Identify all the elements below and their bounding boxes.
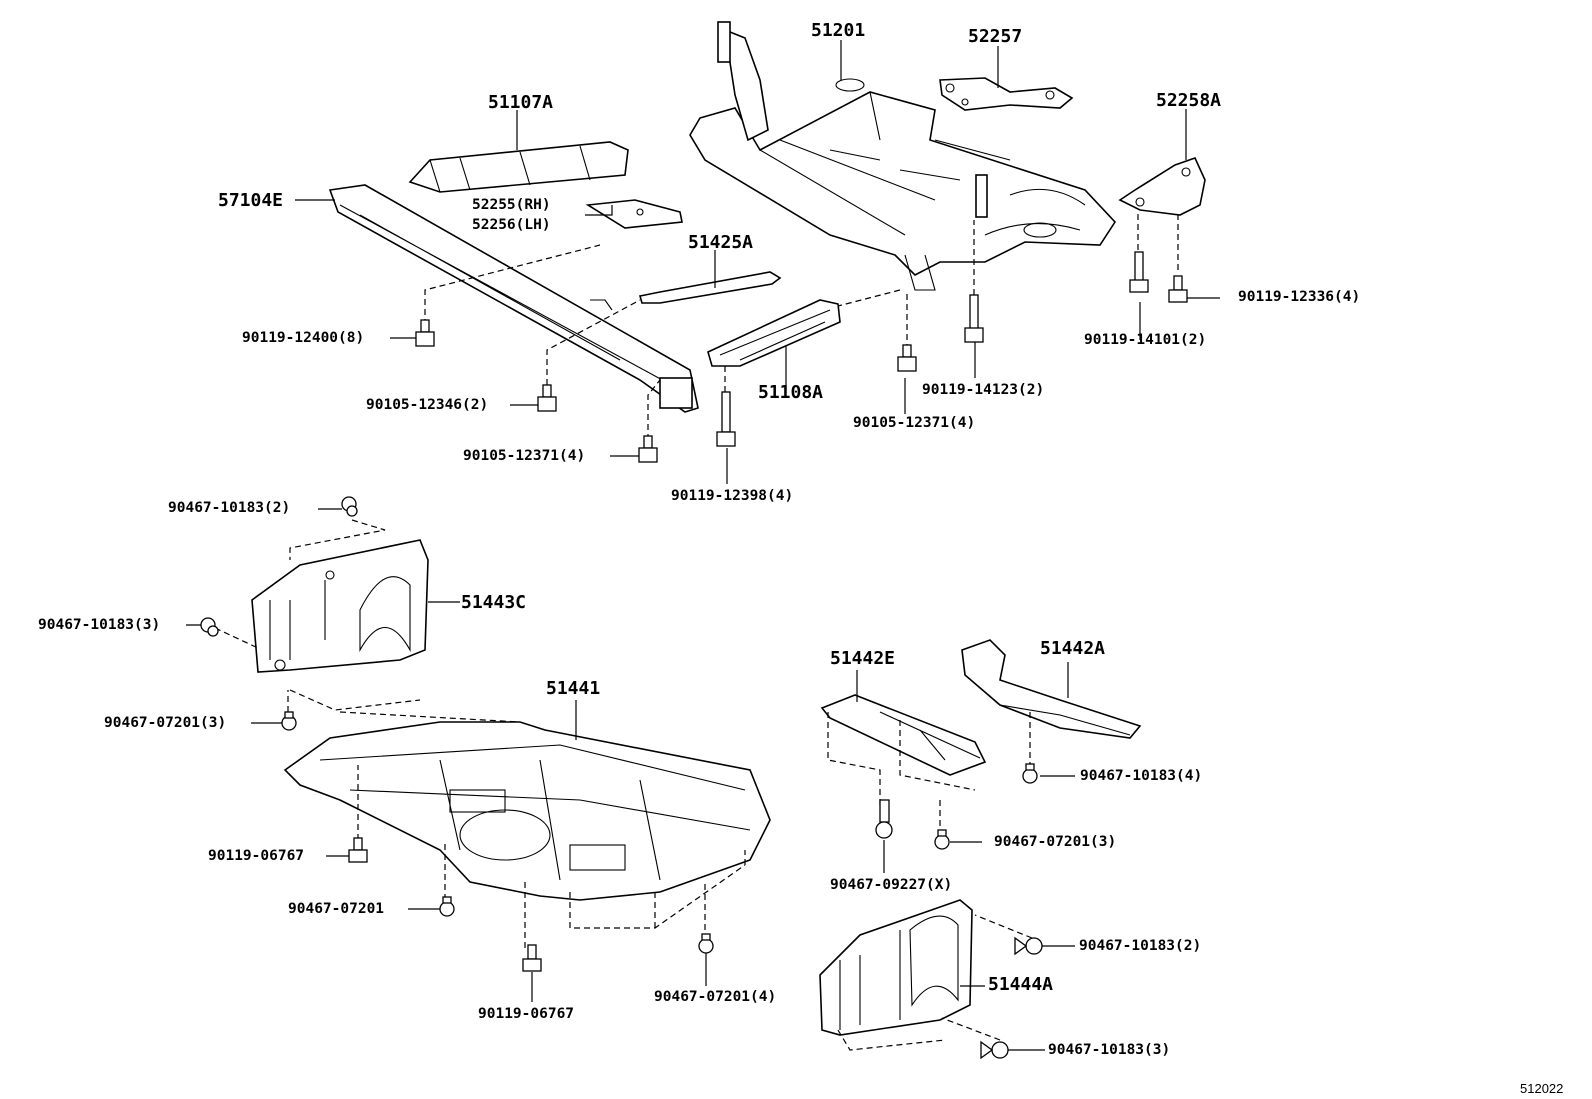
- label-90467-10183-top: 90467-10183(2): [168, 500, 291, 516]
- bolt-icon: [897, 344, 917, 372]
- label-51201: 51201: [811, 20, 866, 41]
- label-52256: 52256(LH): [472, 217, 551, 233]
- member-57104e: [328, 184, 699, 413]
- figure-code: 512022: [1520, 1081, 1564, 1096]
- label-90119-14123: 90119-14123(2): [922, 382, 1045, 398]
- bolt-icon: [522, 944, 542, 972]
- label-51425a: 51425A: [688, 232, 754, 253]
- bolt-icon: [1168, 275, 1188, 303]
- label-90119-12400: 90119-12400(8): [242, 330, 365, 346]
- label-52257: 52257: [968, 26, 1023, 47]
- label-90105-12371-left: 90105-12371(4): [463, 448, 586, 464]
- label-90119-06767-left: 90119-06767: [208, 848, 305, 864]
- shield-51443c: [251, 539, 429, 673]
- clip-icon: [1014, 936, 1043, 956]
- bolt-icon: [638, 435, 658, 463]
- label-90119-12336: 90119-12336(4): [1238, 289, 1361, 305]
- fasteners-drawing: [200, 251, 1188, 1060]
- clip-icon: [698, 933, 714, 954]
- bolt-icon: [348, 837, 368, 863]
- cover-51442a: [961, 639, 1142, 739]
- clip-icon: [980, 1040, 1009, 1060]
- label-90467-10183-mid: 90467-10183(4): [1080, 768, 1203, 784]
- label-90467-07201-left: 90467-07201(3): [104, 715, 227, 731]
- undercover-51441: [283, 721, 771, 901]
- rail-51108a: [707, 299, 841, 367]
- shield-51444a: [819, 899, 973, 1036]
- label-90467-07201-bottom: 90467-07201: [288, 901, 385, 917]
- label-51442e: 51442E: [830, 648, 896, 669]
- label-90467-10183-bottom: 90467-10183(3): [1048, 1042, 1171, 1058]
- brace-51425a: [638, 271, 782, 304]
- leader-lines: [186, 40, 1220, 1051]
- clip-icon: [341, 496, 358, 517]
- label-90467-09227: 90467-09227(X): [830, 877, 953, 893]
- bracket-52255-52256: [585, 199, 683, 229]
- label-51443c: 51443C: [461, 592, 527, 613]
- label-90467-10183-lower: 90467-10183(2): [1079, 938, 1202, 954]
- clip-icon: [200, 617, 219, 637]
- clip-icon: [281, 711, 297, 731]
- bolt-icon: [415, 319, 435, 347]
- bolt-icon: [964, 294, 984, 343]
- bracket-52258a: [1118, 157, 1206, 216]
- label-90119-14101: 90119-14101(2): [1084, 332, 1207, 348]
- label-90467-10183-left: 90467-10183(3): [38, 617, 161, 633]
- label-90467-07201-mid: 90467-07201(3): [994, 834, 1117, 850]
- bolt-icon: [1129, 251, 1149, 293]
- bolt-icon: [537, 384, 557, 412]
- label-90119-12398: 90119-12398(4): [671, 488, 794, 504]
- label-90119-06767-bottom: 90119-06767: [478, 1006, 575, 1022]
- label-51108a: 51108A: [758, 382, 824, 403]
- label-90105-12346: 90105-12346(2): [366, 397, 489, 413]
- clip-icon: [439, 896, 455, 917]
- assembly-lines: [214, 210, 1179, 1051]
- label-90105-12371-right: 90105-12371(4): [853, 415, 976, 431]
- label-51107a: 51107A: [488, 92, 554, 113]
- label-52255: 52255(RH): [472, 197, 551, 213]
- rail-51107a: [408, 141, 629, 193]
- cover-51442e: [820, 694, 987, 776]
- clip-icon: [875, 799, 893, 839]
- bolt-icon: [716, 391, 736, 447]
- label-51441: 51441: [546, 678, 601, 699]
- crossmember-51201: [689, 21, 1117, 291]
- label-90467-07201-right: 90467-07201(4): [654, 989, 777, 1005]
- label-51444a: 51444A: [988, 974, 1054, 995]
- label-52258a: 52258A: [1156, 90, 1222, 111]
- label-57104e: 57104E: [218, 190, 284, 211]
- label-51442a: 51442A: [1040, 638, 1106, 659]
- clip-icon: [1022, 763, 1038, 784]
- clip-icon: [934, 829, 950, 850]
- bracket-52257: [939, 77, 1074, 111]
